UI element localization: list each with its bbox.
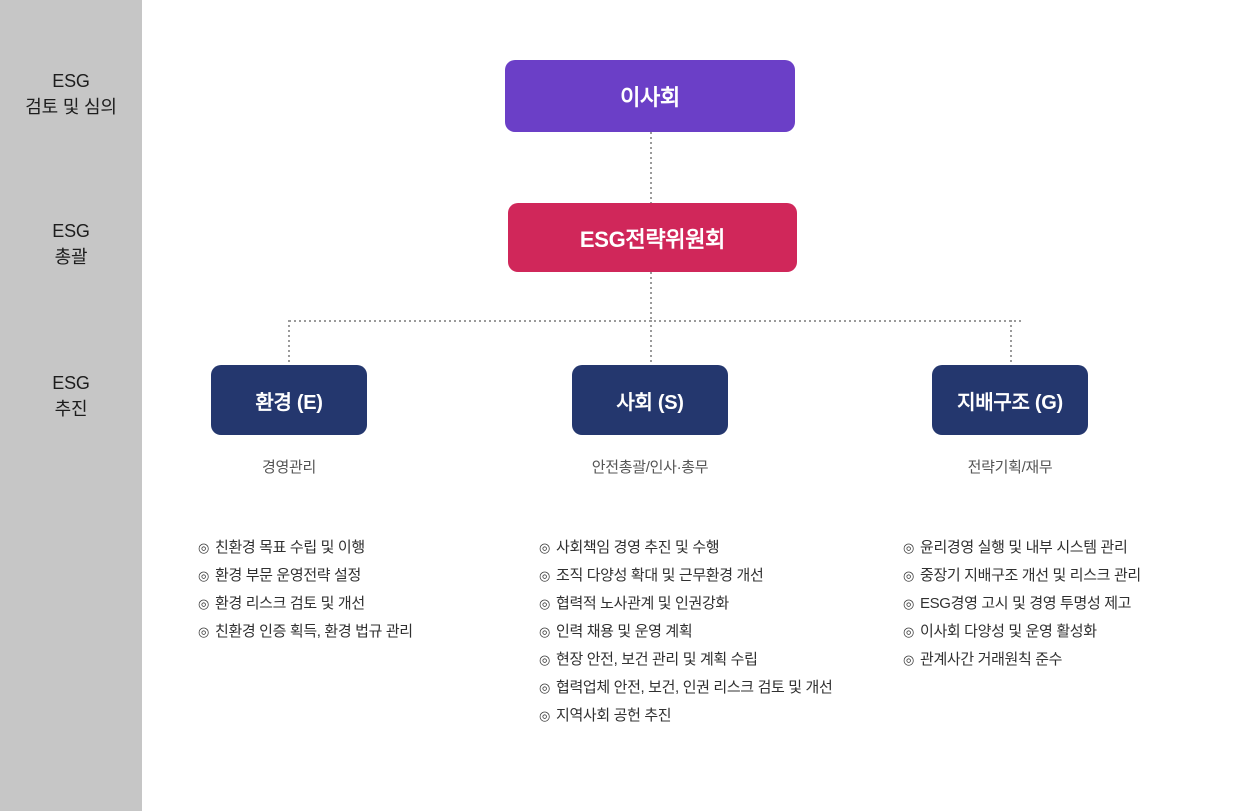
double-circle-bullet-icon: ◎	[903, 624, 914, 639]
task-item-label: 협력적 노사관계 및 인권강화	[556, 595, 729, 612]
node-pillar-social-label: 사회 (S)	[616, 391, 684, 414]
connector-bus-to-governance	[1010, 320, 1012, 365]
task-item: ◎ 협력업체 안전, 보건, 인권 리스크 검토 및 개선	[539, 674, 833, 702]
double-circle-bullet-icon: ◎	[198, 624, 209, 639]
task-item: ◎ 환경 리스크 검토 및 개선	[198, 590, 413, 618]
node-board-of-directors[interactable]: 이사회	[505, 60, 795, 132]
connector-horizontal-bus	[289, 320, 1021, 322]
node-pillar-governance-label: 지배구조 (G)	[957, 391, 1063, 414]
pillar-department-environment: 경영관리	[261, 459, 316, 476]
connector-bus-to-social	[650, 320, 652, 365]
node-esg-strategy-committee-label: ESG전략위원회	[579, 226, 726, 252]
pillar-department-social: 안전총괄/인사·총무	[591, 459, 709, 476]
node-pillar-governance[interactable]: 지배구조 (G)	[932, 365, 1088, 435]
stage-label-execution: ESG 추진	[0, 370, 142, 422]
double-circle-bullet-icon: ◎	[539, 680, 550, 695]
node-pillar-environment-label: 환경 (E)	[255, 391, 323, 414]
pillar-department-governance: 전략기획/재무	[967, 459, 1053, 476]
task-item: ◎ 지역사회 공헌 추진	[539, 702, 832, 730]
double-circle-bullet-icon: ◎	[903, 652, 914, 667]
task-item-label: 친환경 인증 획득, 환경 법규 관리	[215, 623, 413, 640]
double-circle-bullet-icon: ◎	[539, 652, 550, 667]
task-item-label: 관계사간 거래원칙 준수	[920, 651, 1063, 668]
double-circle-bullet-icon: ◎	[903, 568, 914, 583]
task-item: ◎ 관계사간 거래원칙 준수	[903, 646, 1141, 674]
stage-label-review: ESG 검토 및 심의	[0, 68, 142, 120]
task-item-label: 인력 채용 및 운영 계획	[556, 623, 693, 640]
double-circle-bullet-icon: ◎	[539, 596, 550, 611]
task-item-label: 협력업체 안전, 보건, 인권 리스크 검토 및 개선	[556, 679, 833, 696]
task-item: ◎ 중장기 지배구조 개선 및 리스크 관리	[903, 562, 1141, 590]
task-item-label: 사회책임 경영 추진 및 수행	[556, 539, 720, 556]
task-item: ◎ 현장 안전, 보건 관리 및 계획 수립	[539, 646, 832, 674]
stage-label-oversight-line2: 총괄	[54, 247, 88, 267]
task-item-label: ESG경영 고시 및 경영 투명성 제고	[920, 595, 1132, 612]
task-item-label: 윤리경영 실행 및 내부 시스템 관리	[920, 539, 1128, 556]
connector-bus-to-environment	[288, 320, 290, 365]
stage-label-execution-line1: ESG	[52, 373, 90, 393]
stage-label-review-line1: ESG	[52, 71, 90, 91]
node-pillar-social[interactable]: 사회 (S)	[572, 365, 728, 435]
double-circle-bullet-icon: ◎	[903, 596, 914, 611]
task-item-label: 중장기 지배구조 개선 및 리스크 관리	[920, 567, 1141, 584]
task-item: ◎ ESG경영 고시 및 경영 투명성 제고	[903, 590, 1141, 618]
task-item-label: 환경 리스크 검토 및 개선	[215, 595, 365, 612]
task-item-label: 현장 안전, 보건 관리 및 계획 수립	[556, 651, 758, 668]
task-item: ◎ 친환경 목표 수립 및 이행	[198, 534, 413, 562]
task-item: ◎ 친환경 인증 획득, 환경 법규 관리	[198, 618, 413, 646]
double-circle-bullet-icon: ◎	[539, 624, 550, 639]
stage-label-oversight-line1: ESG	[52, 221, 90, 241]
task-item: ◎ 인력 채용 및 운영 계획	[539, 618, 832, 646]
task-item: ◎ 조직 다양성 확대 및 근무환경 개선	[539, 562, 832, 590]
stage-label-execution-line2: 추진	[54, 399, 88, 419]
node-board-of-directors-label: 이사회	[620, 85, 680, 110]
task-item-label: 친환경 목표 수립 및 이행	[215, 539, 365, 556]
task-item-label: 조직 다양성 확대 및 근무환경 개선	[556, 567, 764, 584]
node-esg-strategy-committee[interactable]: ESG전략위원회	[508, 203, 797, 272]
stage-label-oversight: ESG 총괄	[0, 218, 142, 270]
double-circle-bullet-icon: ◎	[198, 596, 209, 611]
stage-rail	[0, 0, 142, 811]
connector-committee-to-bus	[650, 272, 652, 320]
stage-label-review-line2: 검토 및 심의	[25, 97, 117, 117]
double-circle-bullet-icon: ◎	[198, 540, 209, 555]
double-circle-bullet-icon: ◎	[539, 708, 550, 723]
task-list-governance: ◎ 윤리경영 실행 및 내부 시스템 관리 ◎ 중장기 지배구조 개선 및 리스크 관…	[903, 534, 1141, 674]
task-item: ◎ 윤리경영 실행 및 내부 시스템 관리	[903, 534, 1141, 562]
task-item-label: 환경 부문 운영전략 설정	[215, 567, 361, 584]
task-item: ◎ 사회책임 경영 추진 및 수행	[539, 534, 832, 562]
double-circle-bullet-icon: ◎	[903, 540, 914, 555]
task-list-social: ◎ 사회책임 경영 추진 및 수행 ◎ 조직 다양성 확대 및 근무환경 개선 ◎ 협력적…	[539, 534, 833, 730]
double-circle-bullet-icon: ◎	[539, 568, 550, 583]
task-item-label: 지역사회 공헌 추진	[556, 707, 672, 724]
task-item: ◎ 협력적 노사관계 및 인권강화	[539, 590, 832, 618]
task-item: ◎ 이사회 다양성 및 운영 활성화	[903, 618, 1141, 646]
task-list-environment: ◎ 친환경 목표 수립 및 이행 ◎ 환경 부문 운영전략 설정 ◎ 환경 리스크 검토 …	[198, 534, 413, 646]
double-circle-bullet-icon: ◎	[539, 540, 550, 555]
node-pillar-environment[interactable]: 환경 (E)	[211, 365, 367, 435]
task-item-label: 이사회 다양성 및 운영 활성화	[920, 623, 1097, 640]
task-item: ◎ 환경 부문 운영전략 설정	[198, 562, 413, 590]
double-circle-bullet-icon: ◎	[198, 568, 209, 583]
connector-board-to-committee	[650, 132, 652, 203]
